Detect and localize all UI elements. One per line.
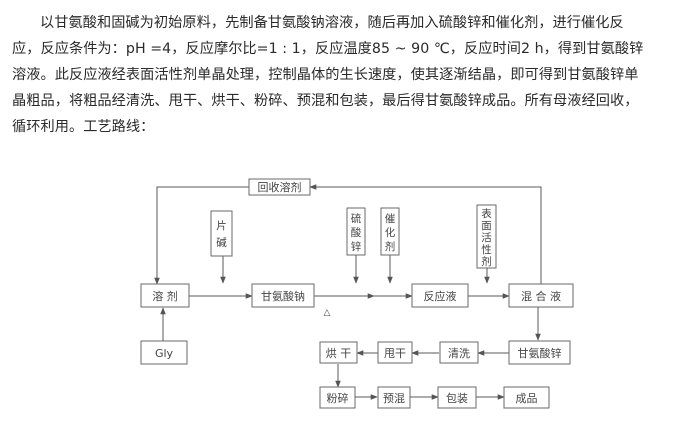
label-surfactant-1: 表 [481,207,492,220]
label-zinc-sulfate-1: 硫 [351,212,362,225]
label-catalyst-3: 剂 [385,240,396,253]
node-mixed-liquid: 混 合 液 [508,283,574,308]
node-sodium-glycinate: 甘氨酸钠 [251,283,315,308]
paragraph-line-5: 循环利用。工艺路线： [12,119,155,135]
label-surfactant-2: 面 [481,220,492,232]
node-premix: 预混 [377,386,411,409]
label-gly: Gly [155,347,174,360]
node-spin-dry: 甩干 [377,341,413,364]
heat-symbol: △ [324,308,331,318]
paragraph-line-3: 溶液。此反应液经表面活性剂单晶处理，控制晶体的生长速度，使其逐渐结晶，即可得到甘… [12,67,639,83]
label-catalyst-1: 催 [385,212,396,225]
label-spin-dry: 甩干 [384,347,406,360]
node-reaction-liquid: 反应液 [411,283,469,308]
label-packaging: 包装 [446,392,468,405]
label-recycle-solvent: 回收溶剂 [258,180,302,194]
label-flake-alkali-1: 片 [216,219,227,232]
node-zinc-sulfate: 硫 酸 锌 [346,207,366,256]
process-description: 以甘氨酸和固碱为初始原料，先制备甘氨酸钠溶液，随后再加入硫酸锌和催化剂，进行催化… [12,10,674,140]
node-zinc-glycinate: 甘氨酸锌 [508,340,571,365]
node-catalyst: 催 化 剂 [380,207,400,256]
label-crushing: 粉碎 [327,391,349,405]
node-solvent: 溶 剂 [140,283,190,308]
node-crushing: 粉碎 [319,386,356,409]
label-washing: 清洗 [448,347,470,360]
label-product: 成品 [516,392,538,405]
paragraph-line-2: 应，反应条件为：pH =4，反应摩尔比=1 : 1，反应温度85 ~ 90 ℃，… [12,41,644,57]
node-oven-dry: 烘 干 [319,341,358,364]
label-oven-dry: 烘 干 [326,346,352,360]
label-catalyst-2: 化 [385,226,396,239]
paragraph-line-4: 晶粗品，将粗品经清洗、甩干、烘干、粉碎、预混和包装，最后得甘氨酸锌成品。所有母液… [12,93,639,109]
recycle-to-solvent-line [154,186,249,285]
node-washing: 清洗 [439,341,479,364]
label-solvent: 溶 剂 [152,289,178,303]
recycle-return-line [309,184,542,284]
node-gly: Gly [140,340,188,365]
label-zinc-sulfate-3: 锌 [351,240,362,253]
label-reaction-liquid: 反应液 [424,289,457,303]
label-zinc-glycinate: 甘氨酸锌 [518,346,562,360]
node-product: 成品 [503,386,550,409]
label-zinc-sulfate-2: 酸 [351,226,362,239]
node-surfactant: 表 面 活 性 剂 [476,204,497,269]
label-mixed-liquid: 混 合 液 [521,289,561,303]
node-recycle-solvent: 回收溶剂 [248,178,311,196]
label-surfactant-5: 剂 [481,255,492,268]
label-flake-alkali-2: 碱 [216,237,227,249]
node-flake-alkali: 片 碱 [210,210,233,257]
label-surfactant-4: 性 [481,243,492,256]
paragraph-line-1: 以甘氨酸和固碱为初始原料，先制备甘氨酸钠溶液，随后再加入硫酸锌和催化剂，进行催化… [40,15,624,31]
node-packaging: 包装 [437,386,477,409]
label-sodium-glycinate: 甘氨酸钠 [261,289,305,303]
label-premix: 预混 [383,392,405,405]
label-surfactant-3: 活 [481,232,492,244]
